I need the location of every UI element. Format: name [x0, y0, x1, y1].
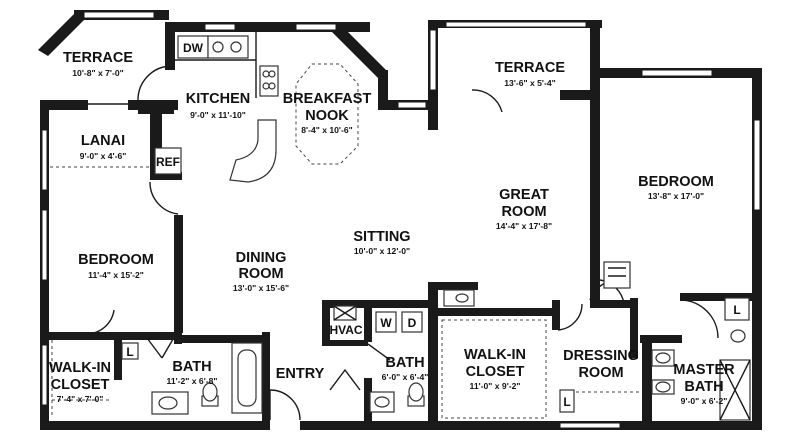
bath-center-dims: 6'-0" x 6'-4" [382, 372, 429, 382]
bath-left-dims: 11'-2" x 6'-8" [167, 376, 218, 386]
breakfast-nook-name2: NOOK [305, 108, 349, 124]
great-room-name1: GREAT [499, 187, 549, 203]
linen-dressing-label: L [563, 395, 570, 409]
washer-label: W [380, 316, 392, 330]
bedroom-left-dims: 11'-4" x 15'-2" [88, 270, 144, 280]
fixtures [121, 32, 751, 421]
terrace-right-dims: 13'-6" x 5'-4" [504, 78, 555, 88]
walkin-closet-left-name1: WALK-IN [49, 360, 111, 376]
linen-left-label: L [126, 345, 133, 359]
linen-master-label: L [733, 303, 740, 317]
walkin-closet-left-name2: CLOSET [51, 377, 110, 393]
great-room-dims: 14'-4" x 17'-8" [496, 221, 552, 231]
breakfast-nook-dims: 8'-4" x 10'-6" [301, 125, 352, 135]
windows [41, 11, 761, 429]
dining-room-name2: ROOM [238, 266, 283, 282]
bath-center-name: BATH [385, 355, 424, 371]
dw-label: DW [183, 41, 204, 55]
dressing-room-name1: DRESSING [563, 348, 639, 364]
dryer-label: D [408, 316, 417, 330]
breakfast-nook-name1: BREAKFAST [283, 91, 372, 107]
walkin-closet-center-dims: 11'-0" x 9'-2" [470, 381, 521, 391]
terrace-right-name: TERRACE [495, 60, 565, 76]
dining-room-dims: 13'-0" x 15'-6" [233, 283, 289, 293]
master-bath-name1: MASTER [673, 362, 735, 378]
walkin-closet-center-name1: WALK-IN [464, 347, 526, 363]
fixture-labels: DW REF HVAC W D L L L [126, 41, 740, 409]
master-bath-name2: BATH [684, 379, 723, 395]
sitting-dims: 10'-0" x 12'-0" [354, 246, 410, 256]
kitchen-name: KITCHEN [186, 91, 250, 107]
dining-room-name1: DINING [236, 250, 287, 266]
ref-label: REF [156, 155, 180, 169]
hvac-label: HVAC [329, 323, 362, 337]
bedroom-left-name: BEDROOM [78, 252, 154, 268]
lanai-dims: 9'-0" x 4'-6" [80, 151, 127, 161]
bath-left-name: BATH [172, 359, 211, 375]
master-bath-dims: 9'-0" x 6'-2" [681, 396, 728, 406]
walkin-closet-center-name2: CLOSET [466, 364, 525, 380]
sitting-name: SITTING [353, 229, 410, 245]
terrace-left-name: TERRACE [63, 50, 133, 66]
bedroom-right-name: BEDROOM [638, 174, 714, 190]
kitchen-dims: 9'-0" x 11'-10" [190, 110, 246, 120]
great-room-name2: ROOM [501, 204, 546, 220]
room-labels: TERRACE 10'-8" x 7'-0" KITCHEN 9'-0" x 1… [49, 50, 735, 406]
walkin-closet-left-dims: 7'-4" x 7'-0" [57, 394, 104, 404]
dressing-room-name2: ROOM [578, 365, 623, 381]
doors-and-lines [48, 65, 719, 421]
entry-name: ENTRY [276, 366, 325, 382]
terrace-left-dims: 10'-8" x 7'-0" [72, 68, 123, 78]
lanai-name: LANAI [81, 133, 125, 149]
bedroom-right-dims: 13'-8" x 17'-0" [648, 191, 704, 201]
